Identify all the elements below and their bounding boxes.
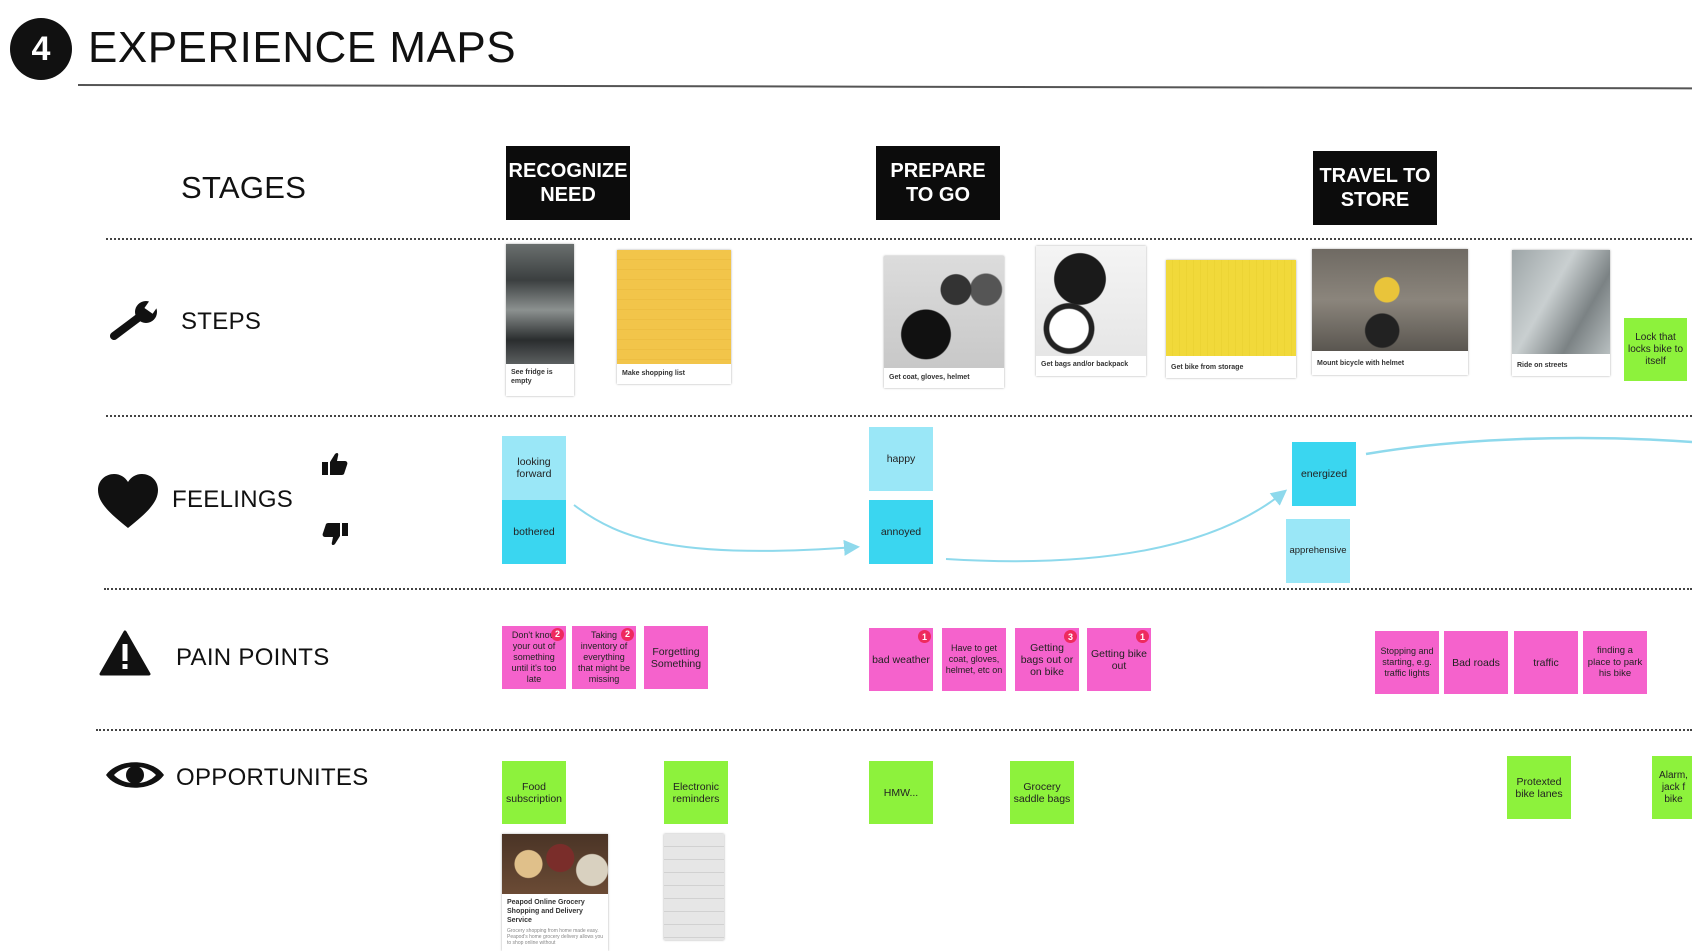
stage-recognize-need: RECOGNIZE NEED [506,146,630,220]
feeling-note: happy [869,427,933,491]
opportunity-card-body: Grocery shopping from home made easy. Pe… [507,928,604,946]
feeling-note: looking forward [502,436,566,500]
title-underline [77,84,1692,90]
step-photo-streets [1512,250,1610,354]
pain-point-text: Bad roads [1452,656,1500,669]
stage-travel-to-store: TRAVEL TO STORE [1313,151,1437,225]
opportunity-card-title: Peapod Online Grocery Shopping and Deliv… [507,899,585,924]
feeling-note: annoyed [869,500,933,564]
pain-point-vote-badge: 1 [1136,630,1149,643]
pain-point-text: bad weather [872,653,930,666]
step-photo-mount-bike [1312,249,1468,351]
step-card: Make shopping list [617,250,731,384]
row-label-opportunities: OPPORTUNITES [176,764,369,791]
separator-stages [106,238,1692,240]
pain-point-text: Getting bike out [1090,647,1148,672]
pain-point-vote-badge: 3 [1064,630,1077,643]
pain-point-note: Stopping and starting, e.g. traffic ligh… [1375,631,1439,694]
feelings-curve-segment-1 [573,504,860,556]
pain-point-note: traffic [1514,631,1578,694]
pain-point-note: Getting bags out or on bike 3 [1015,628,1079,691]
warning-icon [99,630,151,676]
wrench-icon [110,300,158,340]
row-label-pain-points: PAIN POINTS [176,644,330,671]
step-caption: Get bike from storage [1171,364,1244,371]
opportunity-note: Alarm, jack f bike [1652,756,1692,819]
eye-icon [106,762,164,788]
step-card: Get bike from storage [1166,260,1296,378]
pain-point-note: Don't know your out of something until i… [502,626,566,689]
opportunity-photo-food [502,834,608,894]
pain-point-text: Stopping and starting, e.g. traffic ligh… [1380,646,1434,678]
separator-steps [106,415,1692,417]
pain-point-note: Have to get coat, gloves, helmet, etc on [942,628,1006,691]
step-caption: Get bags and/or backpack [1041,361,1129,368]
pain-point-text: Getting bags out or on bike [1020,641,1074,678]
step-caption: Get coat, gloves, helmet [889,374,970,381]
pain-point-vote-badge: 1 [918,630,931,643]
row-label-stages: STAGES [181,170,307,205]
step-caption: See fridge is empty [511,369,553,385]
pain-point-note: bad weather 1 [869,628,933,691]
pain-point-text: Have to get coat, gloves, helmet, etc on [945,643,1003,675]
step-card: Get bags and/or backpack [1036,246,1146,376]
step-photo-storage [1166,260,1296,356]
step-caption: Mount bicycle with helmet [1317,360,1405,367]
step-photo-fridge [506,244,574,364]
pain-point-vote-badge: 2 [621,628,634,641]
pain-point-note: Getting bike out 1 [1087,628,1151,691]
thumbs-down-icon [322,523,348,546]
row-label-steps: STEPS [181,308,262,335]
stage-prepare-to-go: PREPARE TO GO [876,146,1000,220]
step-card: Get coat, gloves, helmet [884,256,1004,388]
opportunity-photo-sketch [664,834,724,940]
feelings-curve [573,436,1692,563]
feelings-curve-segment-2 [945,489,1288,563]
feelings-curve-segment-3 [1365,436,1692,456]
pain-point-vote-badge: 2 [551,628,564,641]
step-caption: Ride on streets [1517,362,1568,369]
row-label-feelings: FEELINGS [172,486,294,513]
opportunity-note: Protexted bike lanes [1507,756,1571,819]
pain-point-note: Taking inventory of everything that migh… [572,626,636,689]
step-caption: Make shopping list [622,370,686,377]
pain-point-text: Forgetting Something [650,645,702,670]
step-card: Ride on streets [1512,250,1610,376]
pain-point-text: traffic [1533,656,1559,669]
pain-point-text: Don't know your out of something until i… [511,630,557,684]
separator-pain-points [96,729,1692,731]
feeling-note: bothered [502,500,566,564]
step-number-badge: 4 [10,18,72,80]
step-note-lock: Lock that locks bike to itself [1624,318,1687,381]
step-card: See fridge is empty [506,244,574,396]
opportunity-note: HMW... [869,761,933,824]
step-photo-helmets [884,256,1004,368]
thumbs-up-icon [322,452,348,475]
pain-point-text: finding a place to park his bike [1587,645,1643,680]
opportunity-note: Food subscription [502,761,566,824]
heart-icon [98,474,158,528]
pain-point-text: Taking inventory of everything that migh… [577,630,631,684]
step-photo-list [617,250,731,364]
opportunity-note: Electronic reminders [664,761,728,824]
pain-point-note: Forgetting Something [644,626,708,689]
opportunity-note: Grocery saddle bags [1010,761,1074,824]
opportunity-card-sketch [664,834,724,940]
pain-point-note: Bad roads [1444,631,1508,694]
step-card: Mount bicycle with helmet [1312,249,1468,375]
step-photo-bags [1036,246,1146,356]
feeling-note: apprehensive [1286,519,1350,583]
opportunity-card-peapod: Peapod Online Grocery Shopping and Deliv… [502,834,608,951]
page-title: EXPERIENCE MAPS [88,23,517,72]
feeling-note: energized [1292,442,1356,506]
separator-feelings [104,588,1692,590]
pain-point-note: finding a place to park his bike [1583,631,1647,694]
